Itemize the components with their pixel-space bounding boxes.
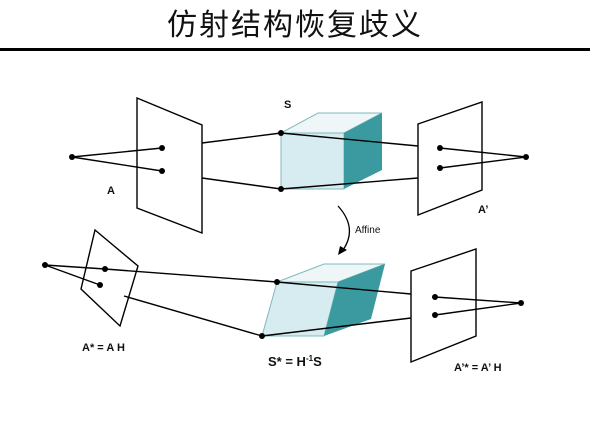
point-a-2 — [159, 168, 165, 174]
ray-a-to-cube-top — [201, 132, 282, 144]
ray-a-to-cube-bottom — [201, 177, 282, 190]
point-a-prime-star-1 — [432, 294, 438, 300]
center-a-prime-star — [518, 300, 524, 306]
label-s-star-prefix: S* = H — [268, 354, 306, 369]
cube-s-front — [280, 132, 345, 190]
point-a-star-2 — [97, 282, 103, 288]
ray-a-prime-top — [439, 147, 527, 158]
ray-cube-to-a-prime-top — [280, 132, 419, 147]
ray-cube-to-a-prime-star-top — [276, 281, 412, 295]
ray-a-prime-bottom — [439, 156, 527, 169]
label-a-star: A* = A H — [82, 342, 125, 354]
point-a-star-1 — [102, 266, 108, 272]
affine-arrow — [337, 205, 350, 251]
label-s: S — [284, 99, 291, 111]
cube-s-side — [344, 113, 382, 189]
ray-a-star-to-cube-top — [104, 268, 278, 283]
cube-s-star-side — [324, 264, 385, 336]
cube-s-vertex-bottom — [278, 186, 284, 192]
ray-a-bottom — [71, 156, 163, 172]
point-a-prime-star-2 — [432, 312, 438, 318]
label-affine: Affine — [355, 225, 381, 236]
center-a-prime — [523, 154, 529, 160]
ray-a-top — [71, 147, 163, 158]
camera-plane-a-prime-star — [410, 248, 477, 364]
title-rule — [0, 48, 590, 51]
point-a-prime-2 — [437, 165, 443, 171]
center-a-star — [42, 262, 48, 268]
label-a: A — [107, 185, 115, 197]
cube-s — [280, 112, 383, 190]
ray-a-star-to-cube-bottom — [123, 295, 263, 337]
cube-s-star-vertex-top — [274, 279, 280, 285]
point-a-1 — [159, 145, 165, 151]
center-a — [69, 154, 75, 160]
cube-s-star-vertex-bottom — [259, 333, 265, 339]
ray-cube-to-a-prime-bottom — [280, 177, 419, 190]
ray-a-prime-star-bottom — [434, 302, 522, 316]
label-s-star: S* = H-1S — [268, 354, 322, 369]
label-a-prime-star: A’* = A’ H — [454, 362, 502, 374]
cube-s-star — [261, 263, 386, 337]
affine-arrow-head — [338, 246, 347, 255]
label-s-star-suffix: S — [313, 354, 322, 369]
point-a-prime-1 — [437, 145, 443, 151]
camera-plane-a-prime — [417, 101, 483, 217]
ray-a-star-top — [44, 264, 106, 270]
ray-a-prime-star-top — [434, 296, 522, 304]
slide-title: 仿射结构恢复歧义 — [167, 8, 423, 43]
camera-plane-a-star — [80, 228, 139, 328]
label-a-prime: A’ — [478, 204, 488, 216]
camera-plane-a — [136, 96, 203, 235]
cube-s-vertex-top — [278, 130, 284, 136]
ray-cube-to-a-prime-star-bottom — [261, 317, 412, 337]
label-s-star-sup: -1 — [306, 354, 314, 363]
ray-a-star-bottom — [44, 264, 101, 286]
